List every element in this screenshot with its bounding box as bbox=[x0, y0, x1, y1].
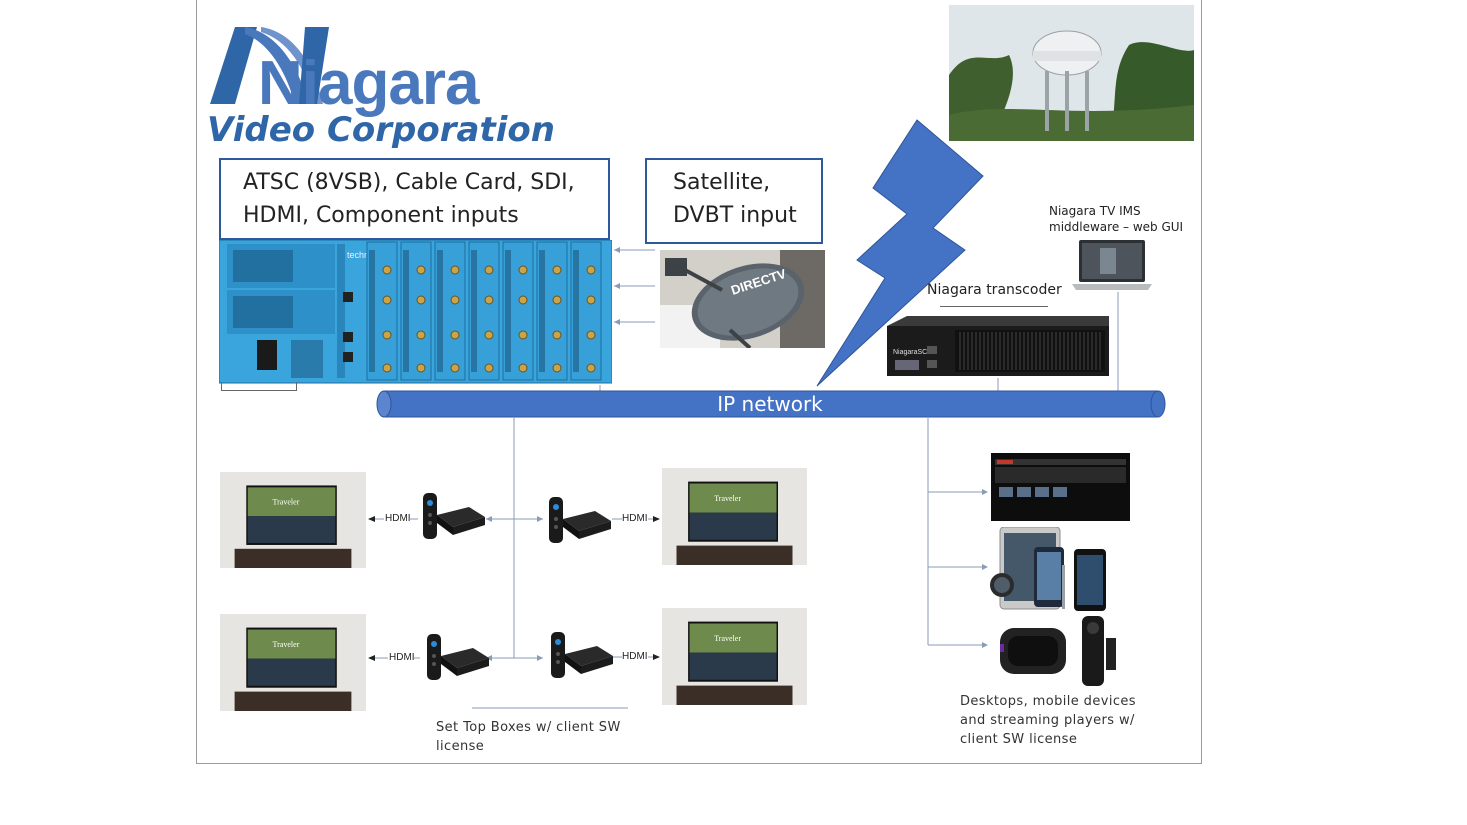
terrestrial-inputs-line2: HDMI, Component inputs bbox=[243, 203, 519, 228]
diagram-frame bbox=[196, 0, 1202, 764]
devices-caption-line3: client SW license bbox=[960, 732, 1078, 747]
tv-icon: Traveler bbox=[220, 614, 366, 711]
stb-bottom-right bbox=[547, 630, 613, 685]
transcoder-underline bbox=[940, 306, 1048, 307]
chassis-bracket bbox=[221, 382, 297, 391]
stb-caption: Set Top Boxes w/ client SW license bbox=[436, 718, 621, 756]
transcoder-device: NiagaraSCX bbox=[887, 316, 1109, 376]
stb-caption-line1: Set Top Boxes w/ client SW bbox=[436, 720, 621, 735]
transcoder-label: Niagara transcoder bbox=[927, 282, 1062, 298]
tv-brand: Traveler bbox=[273, 498, 300, 507]
satellite-inputs-box: Satellite, DVBT input bbox=[645, 158, 823, 244]
set-top-box-icon bbox=[423, 493, 485, 539]
set-top-box-icon bbox=[551, 632, 613, 678]
middleware-label: Niagara TV IMS middleware – web GUI bbox=[1049, 203, 1183, 235]
ip-network-bar bbox=[376, 390, 1166, 418]
logo-subtitle: Video Corporation bbox=[207, 110, 555, 150]
middleware-line1: Niagara TV IMS bbox=[1049, 204, 1141, 218]
streaming-players-group bbox=[1000, 616, 1116, 686]
stb-top-left bbox=[419, 491, 485, 546]
remote-icon bbox=[1082, 616, 1104, 686]
satellite-dish-icon: DIRECTV bbox=[660, 250, 825, 348]
tv-icon: Traveler bbox=[220, 472, 366, 568]
streaming-stick-icon bbox=[1106, 638, 1116, 670]
satellite-inputs-line2: DVBT input bbox=[673, 203, 797, 228]
hdmi-label-bottom-left: HDMI bbox=[389, 652, 415, 663]
hdmi-label-top-left: HDMI bbox=[385, 513, 411, 524]
set-top-box-icon bbox=[427, 634, 489, 680]
set-top-box-icon bbox=[549, 497, 611, 543]
stb-bottom-left bbox=[423, 632, 489, 687]
satellite-inputs-line1: Satellite, bbox=[673, 170, 771, 195]
mobile-devices-group bbox=[990, 527, 1106, 611]
laptop-icon bbox=[1072, 240, 1152, 290]
stb-top-right bbox=[545, 495, 611, 550]
tv-brand: Traveler bbox=[273, 640, 300, 649]
devices-caption-line2: and streaming players w/ bbox=[960, 713, 1135, 728]
transcoder-brand: NiagaraSCX bbox=[893, 349, 932, 356]
tv-icon: Traveler bbox=[662, 468, 807, 565]
tv-brand: Traveler bbox=[714, 634, 741, 643]
niagara-logo-mark bbox=[210, 27, 329, 104]
devices-caption: Desktops, mobile devices and streaming p… bbox=[960, 692, 1136, 749]
tv-top-left-photo: Traveler bbox=[220, 472, 366, 568]
tv-brand: Traveler bbox=[714, 494, 741, 503]
tv-bottom-left-photo: Traveler bbox=[220, 614, 366, 711]
encoder-chassis: technicolor bbox=[219, 240, 612, 384]
hdmi-label-top-right: HDMI bbox=[622, 513, 648, 524]
tv-bottom-right-photo: Traveler bbox=[662, 608, 807, 705]
lightning-bolt-icon bbox=[816, 119, 984, 387]
logo-wordmark: Niagara bbox=[258, 49, 479, 118]
middleware-line2: middleware – web GUI bbox=[1049, 220, 1184, 234]
tv-top-right-photo: Traveler bbox=[662, 468, 807, 565]
desktop-app-screenshot bbox=[991, 453, 1130, 521]
terrestrial-inputs-box: ATSC (8VSB), Cable Card, SDI, HDMI, Comp… bbox=[219, 158, 610, 240]
water-tower-photo bbox=[949, 5, 1194, 141]
stb-caption-line2: license bbox=[436, 739, 485, 754]
devices-caption-line1: Desktops, mobile devices bbox=[960, 694, 1136, 709]
tv-icon: Traveler bbox=[662, 608, 807, 705]
hdmi-label-bottom-right: HDMI bbox=[622, 651, 648, 662]
ip-network-label: IP network bbox=[717, 392, 823, 416]
terrestrial-inputs-line1: ATSC (8VSB), Cable Card, SDI, bbox=[243, 170, 575, 195]
